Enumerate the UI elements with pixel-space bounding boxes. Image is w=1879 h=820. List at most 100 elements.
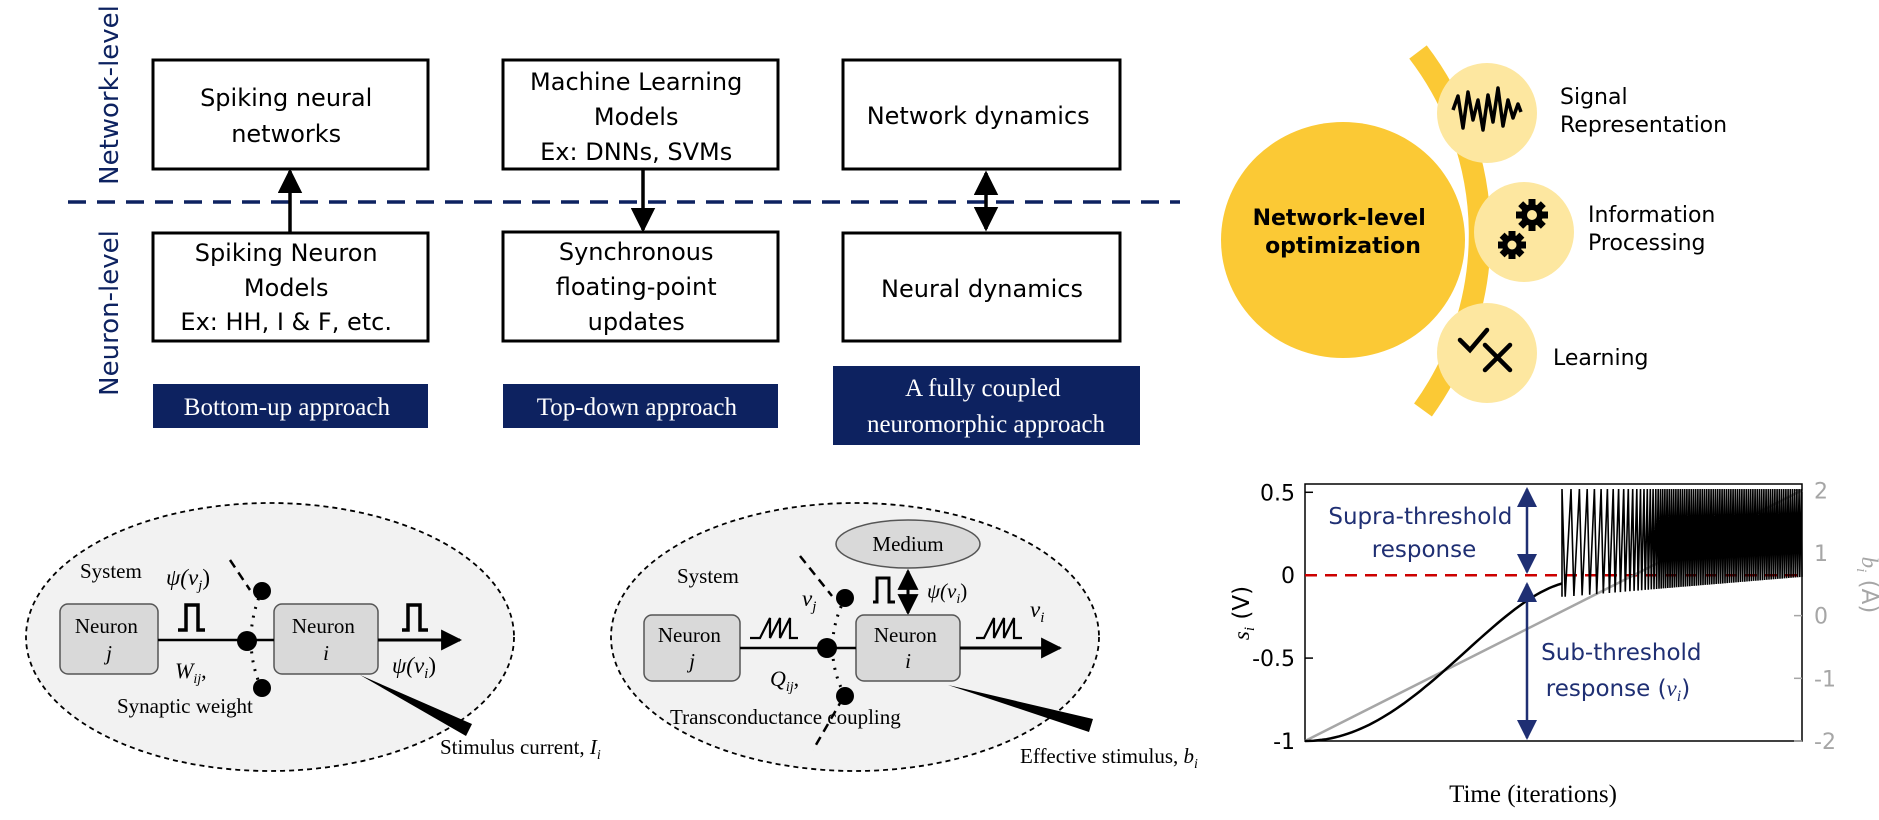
optimization-item-labels: Signal Representation Information Proces… [1553,85,1734,371]
box-ml-models [501,58,780,171]
synapse-dash-2a [799,555,833,597]
pulse-glyph-1 [178,603,205,632]
weight-label: Wij, [175,658,207,687]
neuron-i-label-1: Neuron i [292,614,360,665]
synapse-node-top [253,582,271,600]
y2-tick-label: 2 [1814,479,1828,504]
pulse-glyph-3 [873,576,895,604]
col1-bottom-line2: Models [244,274,329,302]
box-spiking-neuron-models [151,231,430,343]
stimulus-probe-1 [360,675,472,736]
synaptic-weight-label: Synaptic weight [117,694,253,718]
synapse-dots-1 [249,589,264,691]
vi-label: vi [1030,597,1044,626]
label-top-down-bg [503,384,778,428]
waveform-icon [1451,86,1523,132]
effective-stimulus-label: Effective stimulus, bi [1020,744,1198,772]
y2-tick-label: -1 [1814,667,1836,692]
y2-tick-label: 0 [1814,605,1828,630]
synapse-dots-2 [831,597,847,697]
col1-top-line1: Spiking neural [200,84,372,112]
optimization-center-label: Network-level optimization [1253,206,1434,259]
col2-bottom-line3: updates [588,308,685,336]
medium-label: Medium [872,532,943,556]
box-text: Spiking neural networks Spiking Neuron M… [180,68,1097,336]
neuron-j-label-2: Neuron j [658,623,726,673]
psi-vi-label-1: ψ(vi) [392,653,436,682]
psi-vj-label: ψ(vj) [166,565,210,594]
neuron-j-label-1: Neuron j [75,614,143,665]
box-spiking-neural-networks [151,58,430,171]
col2-top-line2: Models [594,103,679,131]
box-synchronous-updates [501,230,780,343]
system-boundary-1 [25,502,515,772]
medium-node [835,519,981,569]
label-bottom-up-bg [153,384,428,428]
approach-coupled-line1: A fully coupled [905,375,1061,402]
col3-top-line1: Network dynamics [867,102,1090,130]
y-ticks: 0.5 0 -0.5 -1 [1252,481,1313,755]
circuit-diagram-1: System ψ(vj) Neuron j Neuron i ψ(vi) Wij… [25,502,601,772]
neuron-level-label: Neuron-level [95,230,125,396]
circuit-diagram-2: System Medium ψ(vi) Neuron j Neuron i vi… [610,502,1198,772]
level-labels: Network-level Neuron-level [95,5,125,396]
pulse-glyph-2 [402,603,428,632]
y-tick-label: 0.5 [1260,481,1295,506]
col1-bottom-line1: Spiking Neuron [195,239,378,267]
coupling-label: Qij, [770,666,799,695]
psi-vi-label-2: ψ(vi) [927,579,967,607]
optimization-diagram: Network-level optimization [1221,45,1734,417]
transconductance-label: Transconductance coupling [670,705,901,729]
y2-ticks: 210-1-2 [1794,479,1836,755]
synapse-dash-2b [811,697,845,751]
network-level-label: Network-level [95,5,125,185]
gears-icon [1498,199,1548,259]
system-label-1: System [80,559,142,583]
sawtooth-glyph-1 [750,617,798,640]
system-label-2: System [677,564,739,588]
approach-bottom-up: Bottom-up approach [184,394,391,421]
approach-coupled-line2: neuromorphic approach [867,411,1106,438]
synapse-node-mid-2 [817,638,837,658]
col2-top-line3: Ex: DNNs, SVMs [540,138,732,166]
approach-columns: Spiking neural networks Spiking Neuron M… [151,58,1140,445]
col2-bottom-line1: Synchronous [559,238,714,266]
optimization-center-circle [1221,122,1465,358]
y-axis-label: si (V) [1229,586,1258,640]
learning-label: Learning [1553,346,1649,371]
sub-threshold-label: Sub-threshold response (vi) [1541,640,1709,705]
y-tick-label: -0.5 [1252,647,1295,672]
learning-node [1437,303,1537,403]
sawtooth-glyph-2 [976,617,1022,640]
y2-tick-label: -2 [1814,730,1836,755]
synapse-node-bot-2 [836,687,854,705]
label-coupled-bg [833,366,1140,445]
synapse-node-top-2 [836,589,854,607]
processing-label-line2: Processing [1588,231,1705,256]
system-boundary-2 [610,502,1100,772]
processing-node [1474,182,1574,282]
box-network-dynamics [841,58,1122,171]
y2-axis-label: bi (A) [1853,557,1879,614]
supra-threshold-label: Supra-threshold response [1328,504,1519,563]
synapse-dash-1 [228,559,252,591]
spike-train-series [1561,488,1803,597]
signal-label-line1: Signal [1560,85,1628,110]
box-neural-dynamics [841,231,1122,343]
col1-top-line2: networks [231,120,341,148]
synapse-node-mid [237,631,257,651]
signal-label-line2: Representation [1560,113,1727,138]
synapse-node-bot [253,679,271,697]
approach-top-down: Top-down approach [537,394,738,421]
neuron-i-label-2: Neuron i [874,623,942,673]
y-tick-label: -1 [1273,730,1295,755]
stimulus-current-label: Stimulus current, Ii [440,735,601,763]
col2-top-line1: Machine Learning [530,68,742,96]
y-tick-label: 0 [1281,564,1295,589]
response-chart: 0.50-0.5-1 210-1-2 Supra-threshold respo… [1229,479,1879,808]
col3-bottom-line1: Neural dynamics [881,275,1083,303]
col2-bottom-line2: floating-point [556,273,717,301]
vj-label: vj [802,586,816,615]
check-cross-icon [1457,327,1513,373]
